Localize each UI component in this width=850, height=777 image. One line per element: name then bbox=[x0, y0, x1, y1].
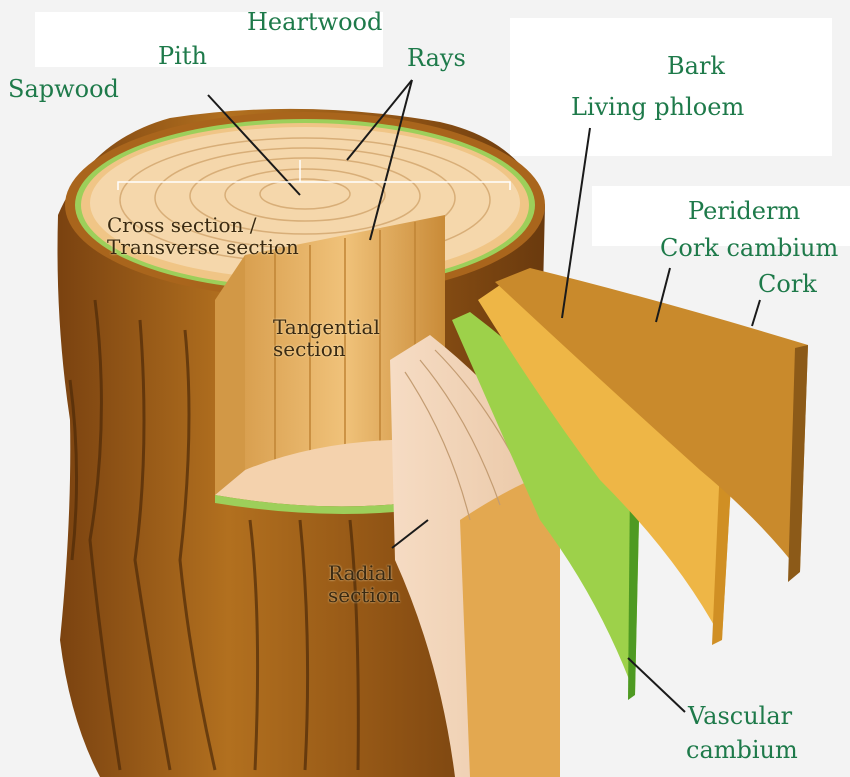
cork-layer bbox=[495, 268, 808, 572]
tangential-section-label: Tangential section bbox=[273, 316, 380, 360]
vascular-cambium-layer bbox=[452, 312, 640, 695]
cork-edge bbox=[788, 345, 808, 582]
tangential-line1: Tangential bbox=[273, 315, 380, 339]
heartwood-bracket bbox=[117, 160, 511, 190]
right-mid-label-area bbox=[592, 186, 850, 246]
periderm-label: Periderm bbox=[688, 197, 801, 225]
tangential-line2: section bbox=[273, 337, 346, 361]
right-top-label-area bbox=[510, 18, 832, 156]
vascular-cambium-label-line1: Vascular bbox=[688, 702, 793, 730]
cross-section-line1: Cross section / bbox=[107, 213, 257, 237]
cork-label: Cork bbox=[758, 270, 817, 298]
cutout-left-wall bbox=[215, 255, 245, 495]
living-phloem-layer bbox=[478, 285, 735, 640]
vascular-cambium-edge bbox=[628, 475, 640, 700]
top-label-area bbox=[35, 12, 383, 67]
sapwood-label: Sapwood bbox=[8, 75, 119, 103]
heartwood-label: Heartwood bbox=[247, 8, 383, 36]
radial-line1: Radial bbox=[328, 561, 393, 585]
pointer-lines bbox=[207, 79, 761, 713]
bark-label: Bark bbox=[667, 52, 725, 80]
cross-section-label: Cross section / Transverse section bbox=[107, 214, 299, 258]
cutout-floor-rim bbox=[215, 495, 432, 514]
radial-line2: section bbox=[328, 583, 401, 607]
bark-texture bbox=[68, 299, 360, 771]
cutout-floor bbox=[215, 439, 445, 507]
vascular-cambium-label-line2: cambium bbox=[686, 736, 798, 764]
cork-cambium-label: Cork cambium bbox=[660, 234, 839, 262]
radial-slab-edge bbox=[460, 470, 560, 777]
radial-section-label: Radial section bbox=[328, 562, 401, 606]
cross-section-line2: Transverse section bbox=[107, 235, 299, 259]
pith-label: Pith bbox=[158, 42, 207, 70]
rays-label: Rays bbox=[407, 44, 466, 72]
living-phloem-label: Living phloem bbox=[571, 93, 745, 121]
